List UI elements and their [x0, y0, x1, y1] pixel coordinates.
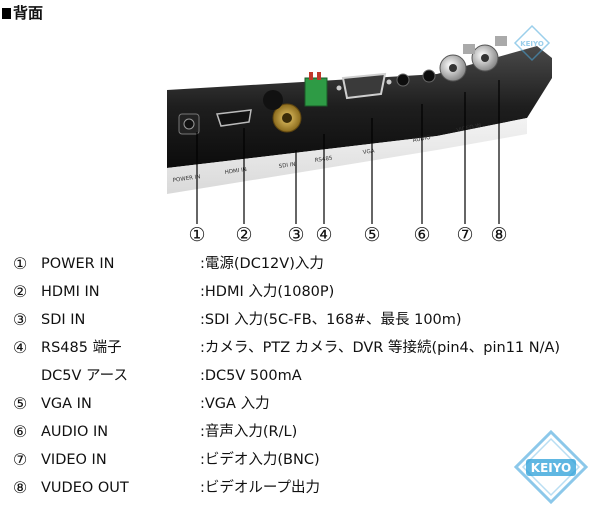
square-bullet-icon [2, 8, 11, 19]
callout-8: ⑧ [490, 224, 508, 246]
item-desc: :音声入力(R/L) [200, 424, 298, 440]
list-item: ① POWER IN :電源(DC12V)入力 [10, 252, 600, 276]
panel-label-sdi: SDI IN [278, 162, 296, 170]
list-item: ⑧ VUDEO OUT :ビデオループ出力 [10, 476, 600, 500]
item-desc: :電源(DC12V)入力 [200, 256, 324, 272]
section-title: 背面 [2, 2, 43, 23]
item-desc: :HDMI 入力(1080P) [200, 284, 335, 300]
list-item: ② HDMI IN :HDMI 入力(1080P) [10, 280, 600, 304]
item-label: VIDEO IN [41, 452, 107, 468]
callout-1: ① [188, 224, 206, 246]
list-item: ④ RS485 端子 :カメラ、PTZ カメラ、DVR 等接続(pin4、pin… [10, 336, 600, 360]
item-desc: :DC5V 500mA [200, 368, 302, 384]
callout-6: ⑥ [413, 224, 431, 246]
item-label: DC5V アース [41, 368, 128, 384]
item-label: RS485 端子 [41, 340, 122, 356]
callout-2: ② [235, 224, 253, 246]
item-label: POWER IN [41, 256, 115, 272]
section-title-text: 背面 [13, 4, 44, 22]
list-item: ⑥ AUDIO IN :音声入力(R/L) [10, 420, 600, 444]
list-item: ③ SDI IN :SDI 入力(5C-FB、168#、最長 100m) [10, 308, 600, 332]
item-desc: :カメラ、PTZ カメラ、DVR 等接続(pin4、pin11 N/A) [200, 340, 561, 356]
panel-label-hdmi: HDMI IN [224, 167, 247, 176]
item-number: ④ [12, 338, 28, 357]
item-label: HDMI IN [41, 284, 100, 300]
list-item: ⑦ VIDEO IN :ビデオ入力(BNC) [10, 448, 600, 472]
list-item: DC5V アース :DC5V 500mA [10, 364, 600, 388]
panel-label-vga: VGA [362, 148, 375, 156]
callout-7: ⑦ [456, 224, 474, 246]
svg-text:KEIYO: KEIYO [531, 461, 571, 475]
item-label: SDI IN [41, 312, 86, 328]
item-number: ⑧ [12, 478, 28, 497]
item-desc: :VGA 入力 [200, 396, 270, 412]
item-desc: :ビデオループ出力 [200, 480, 321, 496]
item-number: ⑥ [12, 422, 28, 441]
item-number: ③ [12, 310, 28, 329]
item-label: VGA IN [41, 396, 92, 412]
item-label: AUDIO IN [41, 424, 109, 440]
item-number: ① [12, 254, 28, 273]
device-rear-photo: POWER IN HDMI IN SDI IN RS485 VGA AUDIO … [167, 24, 552, 194]
panel-label-video: VIDEO IN [456, 123, 482, 134]
photo-watermark: KEIYO [513, 24, 551, 62]
callout-3: ③ [287, 224, 305, 246]
item-number: ⑤ [12, 394, 28, 413]
callout-4: ④ [315, 224, 333, 246]
svg-text:KEIYO: KEIYO [520, 40, 544, 48]
item-number: ⑦ [12, 450, 28, 469]
panel-label-power: POWER IN [172, 174, 200, 184]
list-item: ⑤ VGA IN :VGA 入力 [10, 392, 600, 416]
item-desc: :ビデオ入力(BNC) [200, 452, 320, 468]
item-label: VUDEO OUT [41, 480, 129, 496]
callout-5: ⑤ [363, 224, 381, 246]
item-desc: :SDI 入力(5C-FB、168#、最長 100m) [200, 312, 462, 328]
keiyo-watermark-logo: KEIYO [514, 430, 588, 504]
item-number: ② [12, 282, 28, 301]
